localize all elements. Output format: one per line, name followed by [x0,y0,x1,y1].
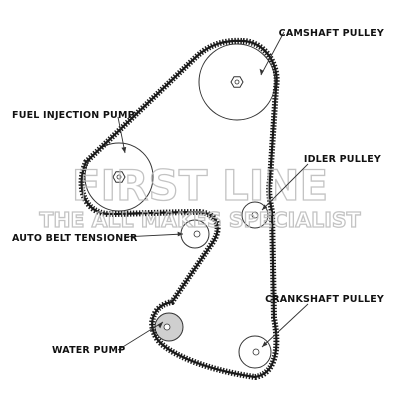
water-pump-arrowhead [157,322,163,329]
fuel-injection-pump-label: FUEL INJECTION PUMP [12,110,135,121]
crankshaft-pulley [238,335,272,369]
idler-leader [261,163,309,211]
camshaft-hub-hex [230,76,244,88]
crankshaft-pulley-label: CRANKSHAFT PULLEY [265,294,384,305]
watermark: FIRST LINE THE ALL MAKES SPECIALIST [39,160,362,232]
tensioner-arrowhead [177,231,183,237]
timing-belt-back [80,39,278,379]
watermark-tagline: THE ALL MAKES SPECIALIST [39,208,360,232]
crankshaft-arrowhead [262,341,268,347]
idler-pulley-label: IDLER PULLEY [304,154,381,165]
camshaft-pulley [198,43,276,121]
water-pump-leader [117,321,164,351]
camshaft-arrowhead [259,68,264,75]
tensioner-leader [123,233,184,238]
idler-pulley [241,201,269,229]
auto-belt-tensioner-label: AUTO BELT TENSIONER [12,233,138,244]
fuel-pump-hub-hex [112,171,126,183]
camshaft-pulley-label: CAMSHAFT PULLEY [279,28,384,39]
idler-arrowhead [262,204,268,210]
watermark-brand: FIRST LINE [72,161,328,210]
leader-lines [117,31,309,351]
fuel-pump-leader [117,116,126,154]
fuel-pump-arrowhead [121,147,127,153]
timing-belt [78,37,280,381]
arrow-heads [121,68,268,347]
water-pump-label: WATER PUMP [52,345,125,356]
crankshaft-leader [261,303,309,348]
camshaft-leader [260,31,285,76]
